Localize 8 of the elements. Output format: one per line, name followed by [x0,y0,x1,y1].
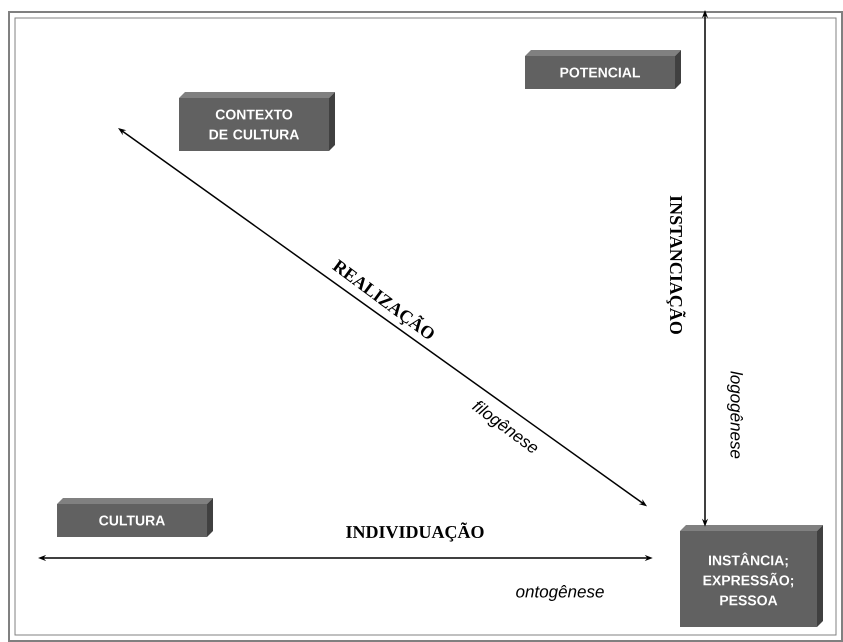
axis-label: ontogênese [516,585,604,601]
process-box: POTENCIAL [525,50,681,89]
edge-label: INSTANCIAÇÃO [666,196,686,334]
process-box: INSTÂNCIA; EXPRESSÃO; PESSOA [680,525,823,627]
process-box: CULTURA [57,498,213,537]
process-box: CONTEXTO DE CULTURA [179,92,335,151]
axis-label: logogênese [727,371,743,458]
edge-label: INDIVIDUAÇÃO [346,522,484,542]
